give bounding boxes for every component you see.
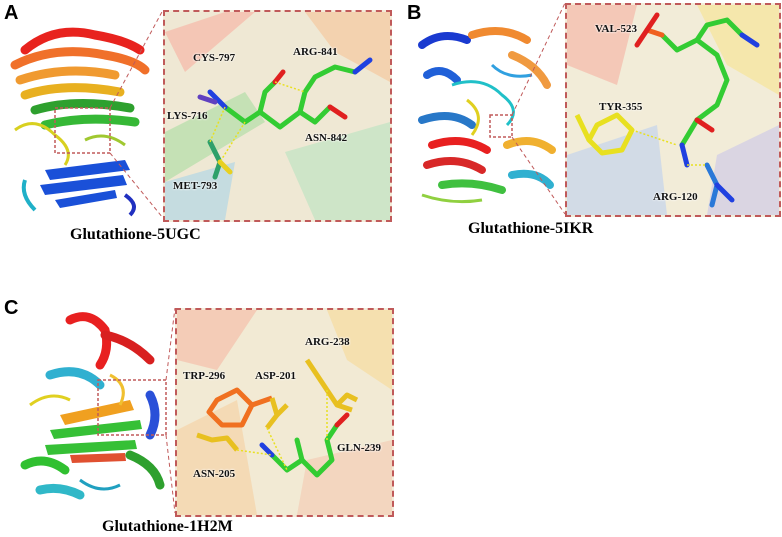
panel-c-letter: C bbox=[4, 297, 19, 319]
residue-label: ASN-842 bbox=[305, 132, 348, 144]
panel-a-letter: A bbox=[4, 2, 19, 24]
panel-b-caption: Glutathione-5IKR bbox=[468, 220, 594, 237]
panel-a-protein-overview bbox=[5, 20, 155, 220]
residue-label: ARG-841 bbox=[293, 46, 338, 58]
residue-label: ARG-238 bbox=[305, 336, 350, 348]
residue-label: TYR-355 bbox=[599, 101, 643, 113]
residue-label: LYS-716 bbox=[167, 110, 208, 122]
residue-label: ASN-205 bbox=[193, 468, 236, 480]
residue-label: ARG-120 bbox=[653, 191, 698, 203]
residue-label: MET-793 bbox=[173, 180, 218, 192]
panel-b-zoom-view: VAL-523 TYR-355 ARG-120 bbox=[565, 3, 781, 217]
residue-label: GLN-239 bbox=[337, 442, 381, 454]
panel-a-zoom-view: CYS-797 ARG-841 LYS-716 ASN-842 MET-793 bbox=[163, 10, 392, 222]
residue-label: CYS-797 bbox=[193, 52, 236, 64]
panel-c-zoom-view: ARG-238 TRP-296 ASP-201 GLN-239 ASN-205 bbox=[175, 308, 394, 517]
panel-a-caption: Glutathione-5UGC bbox=[70, 226, 201, 243]
residue-label: VAL-523 bbox=[595, 23, 637, 35]
residue-label: ASP-201 bbox=[255, 370, 296, 382]
residue-label: TRP-296 bbox=[183, 370, 226, 382]
panel-c-caption: Glutathione-1H2M bbox=[102, 518, 233, 535]
panel-c-protein-overview bbox=[10, 305, 175, 510]
panel-b-protein-overview bbox=[412, 25, 560, 213]
panel-b-letter: B bbox=[407, 2, 422, 24]
